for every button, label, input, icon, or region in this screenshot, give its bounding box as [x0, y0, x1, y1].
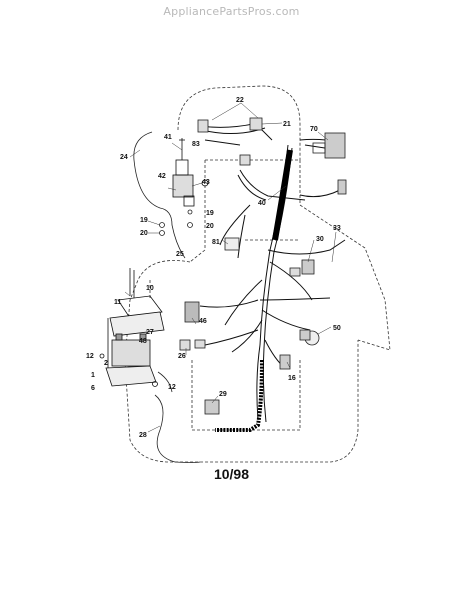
- callout-12-left: 12: [86, 353, 94, 360]
- ignition-switch: [172, 138, 209, 207]
- callout-26: 26: [178, 353, 186, 360]
- callout-22: 22: [236, 97, 244, 104]
- component-26: [179, 339, 191, 351]
- callout-33: 33: [333, 225, 341, 232]
- callout-11: 11: [114, 299, 122, 306]
- component-46: [184, 301, 200, 323]
- date-code: 10/98: [213, 466, 250, 482]
- callout-21: 21: [283, 121, 291, 128]
- callout-83: 83: [192, 141, 200, 148]
- callout-29: 29: [219, 391, 227, 398]
- tractor-outline: [124, 85, 391, 463]
- callout-43: 43: [202, 179, 210, 186]
- callout-25: 25: [176, 251, 184, 258]
- wire-24: [133, 131, 186, 259]
- callout-19-left: 19: [140, 217, 148, 224]
- callout-1: 1: [91, 372, 95, 379]
- component-21: [249, 117, 263, 131]
- watermark-text: AppliancePartsPros.com: [163, 5, 300, 18]
- conduit-40: [272, 149, 293, 241]
- callout-6: 6: [91, 385, 95, 392]
- component-70: [312, 132, 346, 159]
- callout-46: 46: [199, 318, 207, 325]
- relay-81: [224, 237, 240, 251]
- callout-2: 2: [104, 360, 108, 367]
- component-16: [279, 354, 291, 370]
- callout-16: 16: [288, 375, 296, 382]
- callout-48: 48: [139, 338, 147, 345]
- wire-28: [154, 394, 201, 463]
- callout-24: 24: [120, 154, 128, 161]
- callout-20-left: 20: [140, 230, 148, 237]
- switch-50: [299, 329, 320, 346]
- fasteners: [159, 209, 193, 236]
- callout-27: 27: [146, 329, 154, 336]
- callout-10: 10: [146, 285, 154, 292]
- callout-12-right: 12: [168, 384, 176, 391]
- callout-70: 70: [310, 126, 318, 133]
- callout-19-right: 19: [206, 210, 214, 217]
- battery: [111, 339, 151, 367]
- callout-20-right: 20: [206, 223, 214, 230]
- callout-42: 42: [158, 173, 166, 180]
- callout-81: 81: [212, 239, 220, 246]
- leader-lines: [124, 102, 337, 433]
- callout-labels: 22 21 70 41 83 24 43 42 40 19 19 20 20 8…: [86, 97, 341, 439]
- main-harness: [199, 119, 346, 423]
- coiled-conduit: [215, 359, 264, 432]
- callout-30: 30: [316, 236, 324, 243]
- switch-30: [301, 259, 315, 275]
- battery-assembly: [99, 268, 165, 387]
- component-29: [204, 399, 220, 415]
- callout-50: 50: [333, 325, 341, 332]
- callout-28: 28: [139, 432, 147, 439]
- callout-40: 40: [258, 200, 266, 207]
- callout-41: 41: [164, 134, 172, 141]
